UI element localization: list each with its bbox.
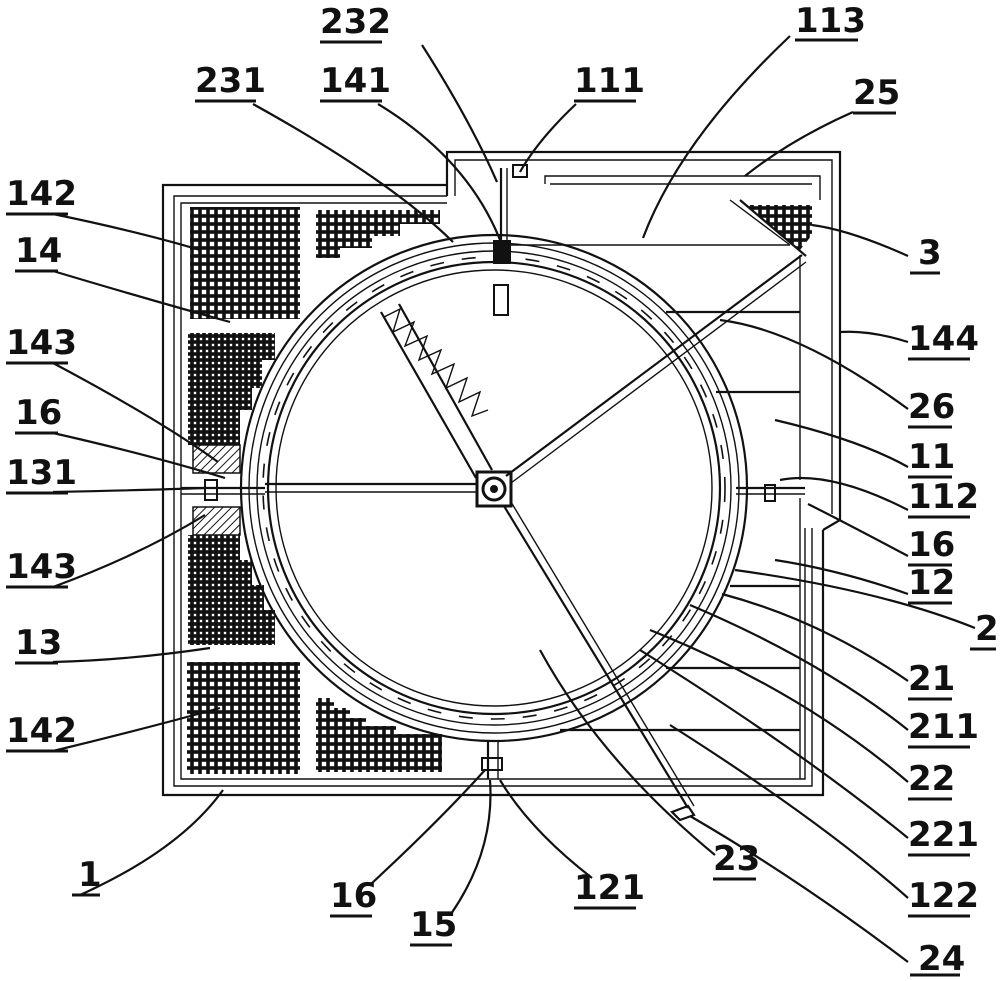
outer-tank: [161, 150, 842, 797]
label-111: 111: [574, 61, 645, 101]
leader-lines: [52, 35, 976, 963]
label-21: 21: [908, 659, 955, 699]
label-122: 122: [908, 876, 979, 916]
label-112: 112: [908, 477, 979, 517]
label-2: 2: [975, 609, 999, 649]
label-232: 232: [320, 2, 391, 42]
label-11: 11: [908, 437, 955, 477]
label-142-top: 142: [6, 174, 77, 214]
label-113: 113: [795, 1, 866, 41]
label-3: 3: [918, 233, 942, 273]
label-16-left: 16: [15, 393, 62, 433]
label-143-bottom: 143: [6, 547, 77, 587]
label-25: 25: [853, 73, 900, 113]
label-143-top: 143: [6, 323, 77, 363]
filter-media: [187, 205, 812, 774]
label-131: 131: [6, 453, 77, 493]
label-13: 13: [15, 623, 62, 663]
truss-arm: [380, 303, 493, 479]
label-26: 26: [908, 387, 955, 427]
right-channels: [510, 199, 807, 779]
label-231: 231: [195, 61, 266, 101]
label-16-bottom: 16: [330, 876, 377, 916]
label-24: 24: [918, 939, 965, 979]
label-14: 14: [15, 231, 62, 271]
label-12: 12: [908, 563, 955, 603]
label-22: 22: [908, 759, 955, 799]
label-121: 121: [574, 868, 645, 908]
label-16-right: 16: [908, 525, 955, 565]
label-1: 1: [78, 855, 102, 895]
label-221: 221: [908, 815, 979, 855]
label-23: 23: [713, 839, 760, 879]
reference-labels: 232 113 231 141 111 25 142 14 143 16 131…: [6, 1, 999, 979]
label-142-bottom: 142: [6, 711, 77, 751]
label-15: 15: [410, 905, 457, 945]
label-211: 211: [908, 707, 979, 747]
label-141: 141: [320, 61, 391, 101]
clarifier: [239, 164, 807, 822]
label-144: 144: [908, 319, 979, 359]
